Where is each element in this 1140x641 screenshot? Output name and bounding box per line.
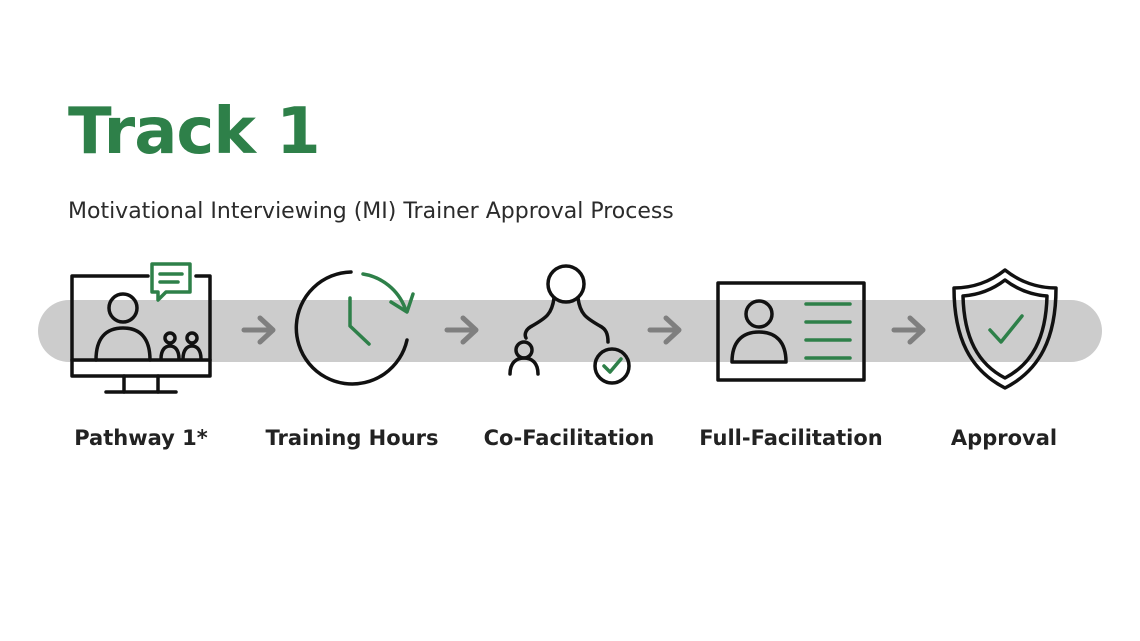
co-facilitation-people-check-icon — [508, 264, 631, 385]
step-label-pathway: Pathway 1* — [74, 426, 208, 450]
step-label-full-facilitation: Full-Facilitation — [699, 426, 883, 450]
page-subtitle: Motivational Interviewing (MI) Trainer A… — [68, 199, 674, 224]
step-label-approval: Approval — [950, 426, 1058, 450]
arrow-right-icon — [891, 315, 926, 345]
step-label-co-facilitation: Co-Facilitation — [483, 426, 655, 450]
arrow-right-icon — [241, 315, 276, 345]
step-label-training-hours: Training Hours — [265, 426, 439, 450]
arrow-right-icon — [444, 315, 479, 345]
shield-check-icon — [952, 268, 1058, 390]
id-card-icon — [716, 281, 866, 382]
video-conference-monitor-icon — [70, 262, 212, 394]
clock-icon — [294, 270, 415, 386]
arrow-right-icon — [647, 315, 682, 345]
page-title: Track 1 — [68, 95, 321, 169]
